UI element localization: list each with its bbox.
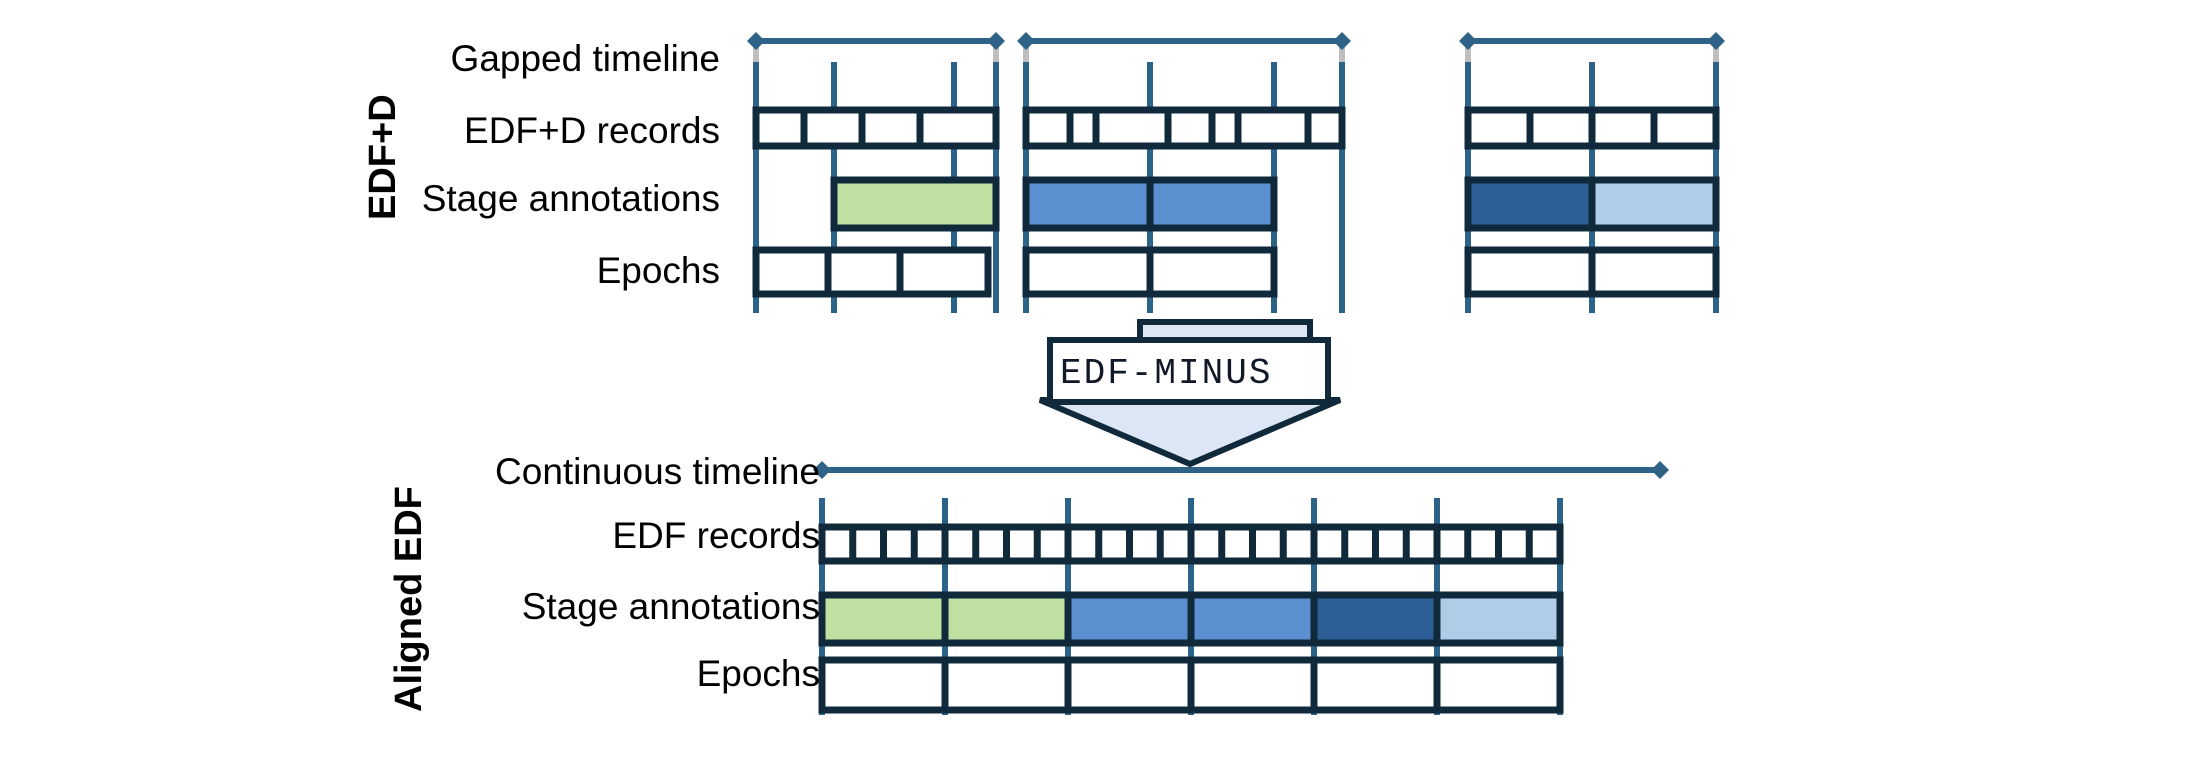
stage-annotation-block bbox=[1064, 591, 1195, 647]
row-label-edf-plus-d-records: EDF+D records bbox=[464, 110, 720, 151]
stage-annotation-block bbox=[818, 591, 949, 647]
epoch-band bbox=[752, 246, 992, 298]
timeline-endpoint-diamond bbox=[1651, 461, 1669, 479]
row-label-edf-records: EDF records bbox=[612, 515, 820, 556]
row-label-gapped-timeline: Gapped timeline bbox=[450, 38, 720, 79]
row-label-epochs-top: Epochs bbox=[596, 250, 720, 291]
stage-annotation-block bbox=[1433, 591, 1564, 647]
edf-plus-d-records-band bbox=[1022, 106, 1346, 150]
timeline-endpoint-diamond bbox=[1707, 32, 1725, 50]
stage-annotation-block bbox=[1187, 591, 1318, 647]
timeline-endpoint-diamond bbox=[1459, 32, 1477, 50]
process-label-edf-minus: EDF-MINUS bbox=[1060, 353, 1273, 394]
row-label-stage-annotations-top: Stage annotations bbox=[421, 178, 720, 219]
stage-annotation-block bbox=[830, 176, 1000, 232]
row-label-epochs-bottom: Epochs bbox=[696, 653, 820, 694]
timeline-endpoint-diamond bbox=[1017, 32, 1035, 50]
timeline-endpoint-diamond bbox=[747, 32, 765, 50]
stage-annotation-block bbox=[1310, 591, 1441, 647]
process-box bbox=[1047, 337, 1331, 405]
edf-plus-d-records-band bbox=[752, 106, 1000, 150]
timeline-endpoint-diamond bbox=[987, 32, 1005, 50]
stage-annotation-block bbox=[941, 591, 1072, 647]
stage-annotation-block bbox=[1588, 176, 1720, 232]
stage-annotation-block bbox=[1022, 176, 1154, 232]
row-label-stage-annotations-bottom: Stage annotations bbox=[521, 586, 820, 627]
timeline-endpoint-diamond bbox=[1333, 32, 1351, 50]
timeline-endpoint-diamond bbox=[813, 461, 831, 479]
process-arrow-head bbox=[1038, 397, 1342, 468]
stage-annotation-block bbox=[1146, 176, 1278, 232]
stage-annotation-block bbox=[1464, 176, 1596, 232]
row-label-continuous-timeline: Continuous timeline bbox=[495, 451, 820, 492]
